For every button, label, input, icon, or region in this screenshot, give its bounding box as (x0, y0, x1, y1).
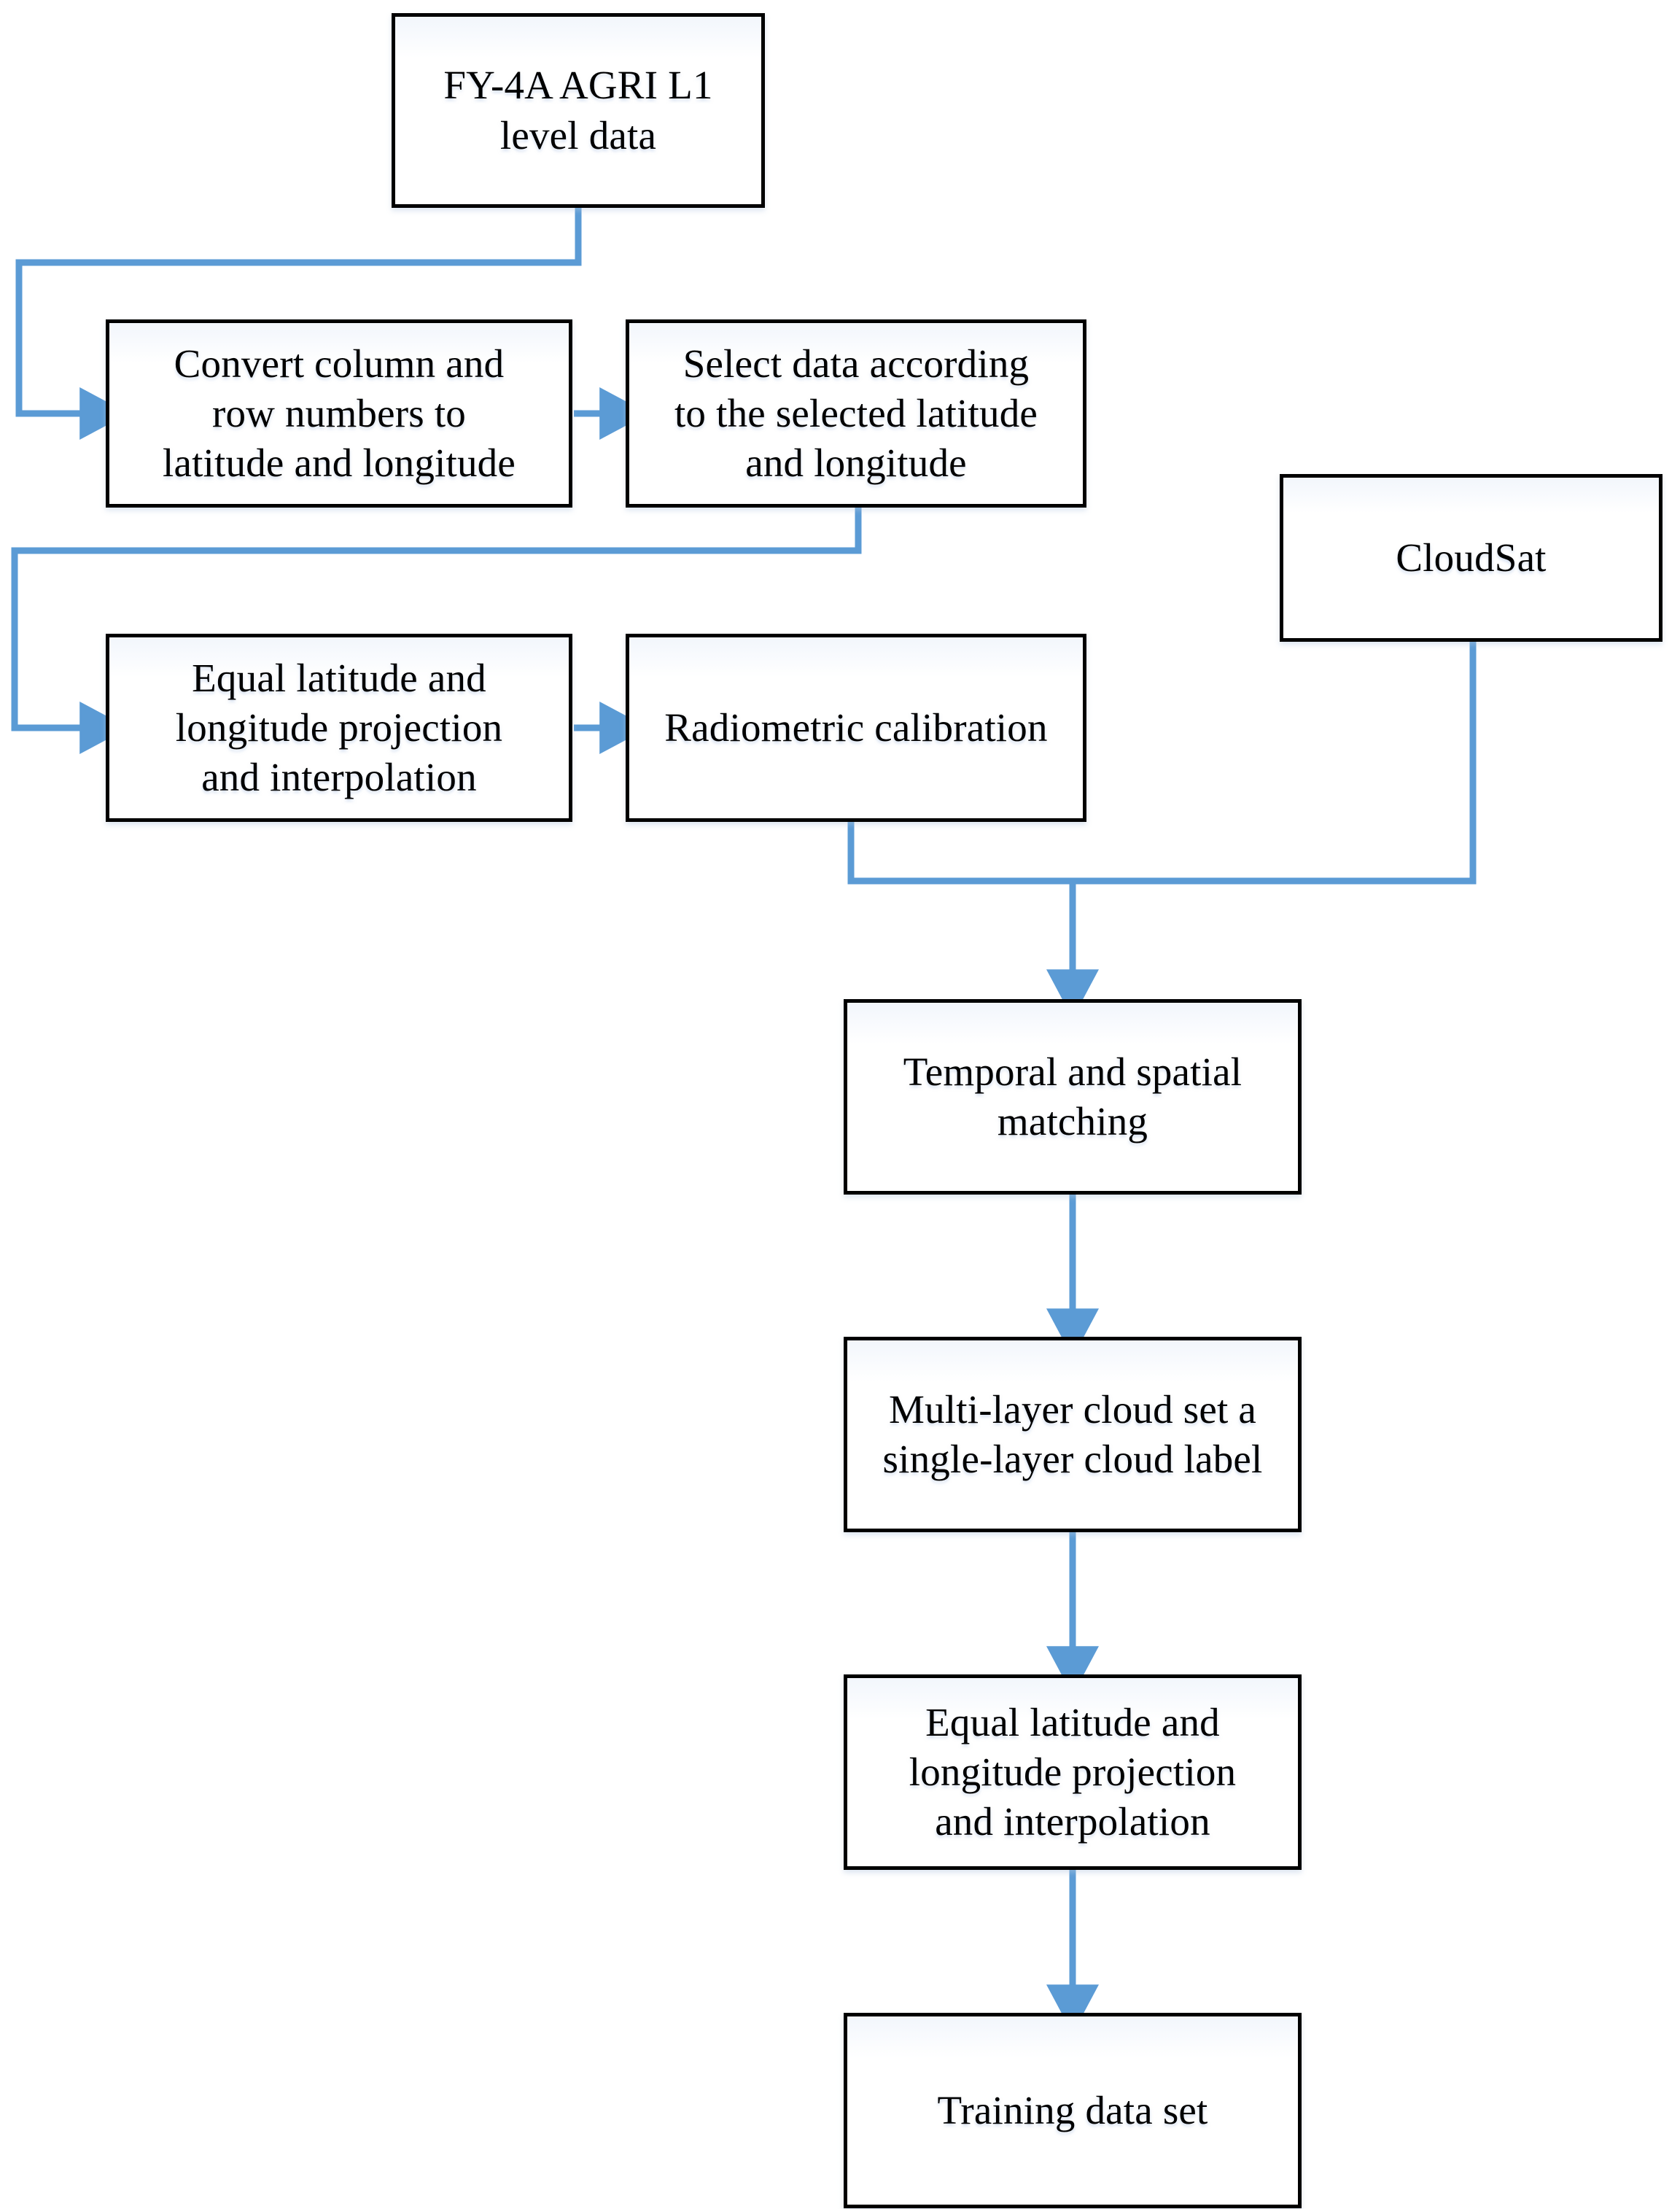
node-equal-latitude-longitude-projection-interpolation-1[interactable]: Equal latitude and longitude projection … (106, 634, 572, 822)
node-temporal-and-spatial-matching[interactable]: Temporal and spatial matching (844, 999, 1302, 1195)
node-convert-column-and-row-numbers[interactable]: Convert column and row numbers to latitu… (106, 319, 572, 508)
connector-radiometric-to-merge (847, 822, 1082, 885)
node-label-select-data-according-to-latitude-longitude: Select data according to the selected la… (674, 341, 1038, 486)
node-label-convert-column-and-row-numbers: Convert column and row numbers to latitu… (162, 341, 516, 486)
node-label-radiometric-calibration: Radiometric calibration (664, 704, 1048, 750)
node-fy4a-agri-l1-level-data[interactable]: FY-4A AGRI L1 level data (392, 13, 765, 208)
node-equal-latitude-longitude-projection-interpolation-2[interactable]: Equal latitude and longitude projection … (844, 1674, 1302, 1870)
node-label-cloudsat: CloudSat (1396, 535, 1547, 580)
connector-cloudsat-to-merge (1082, 642, 1477, 885)
node-select-data-according-to-latitude-longitude[interactable]: Select data according to the selected la… (626, 319, 1086, 508)
node-label-multi-layer-cloud-set-single-layer-cloud-label: Multi-layer cloud set a single-layer clo… (882, 1386, 1263, 1481)
node-label-equal-latitude-longitude-projection-interpolation-2: Equal latitude and longitude projection … (909, 1699, 1237, 1844)
node-label-temporal-and-spatial-matching: Temporal and spatial matching (903, 1049, 1242, 1144)
node-label-equal-latitude-longitude-projection-interpolation-1: Equal latitude and longitude projection … (175, 655, 503, 800)
node-training-data-set[interactable]: Training data set (844, 2013, 1302, 2208)
node-label-training-data-set: Training data set (937, 2087, 1208, 2132)
node-radiometric-calibration[interactable]: Radiometric calibration (626, 634, 1086, 822)
node-label-fy4a-agri-l1-level-data: FY-4A AGRI L1 level data (443, 63, 713, 158)
node-multi-layer-cloud-set-single-layer-cloud-label[interactable]: Multi-layer cloud set a single-layer clo… (844, 1337, 1302, 1532)
node-cloudsat[interactable]: CloudSat (1280, 474, 1662, 642)
